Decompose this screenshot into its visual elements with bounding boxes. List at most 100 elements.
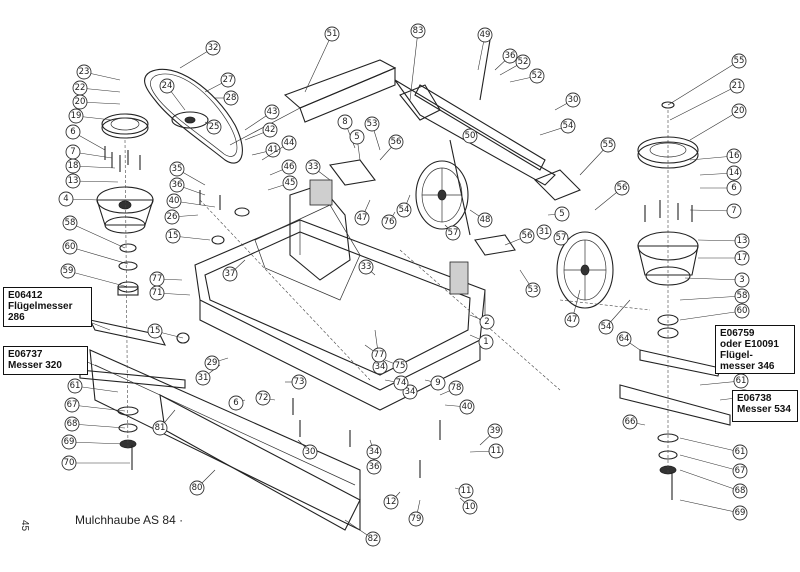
callout-number: 40 <box>169 196 180 206</box>
callout-22: 22 <box>72 80 121 96</box>
callout-79: 79 <box>408 499 424 527</box>
callout-number: 61 <box>735 447 746 457</box>
callout-54: 54 <box>598 299 631 335</box>
callout-circle <box>165 228 181 244</box>
callout-47: 47 <box>564 289 581 328</box>
callout-circle <box>519 228 535 244</box>
part-box-line: E06412 <box>8 290 43 301</box>
callout-leader-line <box>669 85 738 121</box>
callout-leader-line <box>409 30 419 101</box>
callout-43: 43 <box>244 104 280 131</box>
callout-circle <box>302 444 318 460</box>
callout-5: 5 <box>349 129 365 161</box>
callout-number: 13 <box>737 236 748 246</box>
callout-75: 75 <box>384 358 408 374</box>
callout-55: 55 <box>667 53 747 106</box>
callout-circle <box>76 64 92 80</box>
callout-67: 67 <box>679 454 748 479</box>
callout-circle <box>204 355 220 371</box>
callout-circle <box>732 444 748 460</box>
callout-circle <box>734 288 750 304</box>
callout-circle <box>529 68 545 84</box>
callout-55: 55 <box>579 137 616 176</box>
callout-33: 33 <box>358 259 376 276</box>
callout-number: 40 <box>462 402 473 412</box>
callout-26: 26 <box>164 209 199 225</box>
callout-circle <box>189 480 205 496</box>
callout-circle <box>462 128 478 144</box>
callout-circle <box>732 463 748 479</box>
callout-number: 1 <box>483 337 488 347</box>
callout-circle <box>734 233 750 249</box>
callout-circle <box>337 114 353 130</box>
callout-circle <box>731 103 747 119</box>
callout-leader-line <box>71 423 126 429</box>
callout-circle <box>726 165 742 181</box>
callout-number: 30 <box>568 95 579 105</box>
callout-11: 11 <box>469 443 504 459</box>
callout-56: 56 <box>379 134 404 161</box>
callout-circle <box>281 135 297 151</box>
callout-number: 10 <box>465 502 476 512</box>
callout-number: 31 <box>198 373 209 383</box>
callout-circle <box>72 94 88 110</box>
callout-number: 53 <box>528 285 539 295</box>
callout-35: 35 <box>169 161 206 186</box>
callout-number: 60 <box>737 306 748 316</box>
callout-53: 53 <box>364 116 381 151</box>
left-spindle-assembly <box>79 113 186 470</box>
callout-76: 76 <box>381 211 397 230</box>
callout-31: 31 <box>195 364 221 386</box>
callout-57: 57 <box>553 230 569 246</box>
part-box-line: Flügel- <box>720 350 753 361</box>
callout-number: 73 <box>294 377 305 387</box>
callout-77: 77 <box>149 271 183 287</box>
callout-circle <box>614 180 630 196</box>
callout-15: 15 <box>165 228 211 244</box>
callout-56: 56 <box>504 228 535 246</box>
callout-64: 64 <box>616 331 641 351</box>
callout-circle <box>488 443 504 459</box>
callout-number: 57 <box>556 233 567 243</box>
callout-number: 74 <box>396 378 407 388</box>
part-box-e06412: E06412 Flügelmesser 286 <box>3 287 92 327</box>
part-box-line: Flügelmesser <box>8 301 73 312</box>
callout-circle <box>324 26 340 42</box>
callout-72: 72 <box>255 390 276 406</box>
callout-number: 16 <box>729 151 740 161</box>
callout-number: 57 <box>448 228 459 238</box>
callout-circle <box>65 158 81 174</box>
callout-number: 28 <box>226 93 237 103</box>
assembly-guides <box>124 110 669 475</box>
callout-circle <box>195 370 211 386</box>
callout-74: 74 <box>384 375 409 391</box>
callout-number: 31 <box>539 227 550 237</box>
callout-number: 18 <box>68 161 79 171</box>
callout-40: 40 <box>444 399 475 415</box>
callout-17: 17 <box>698 250 750 266</box>
callout-number: 56 <box>522 231 533 241</box>
part-box-e06738: E06738 Messer 534 <box>732 390 798 422</box>
callout-number: 26 <box>167 212 178 222</box>
drive-belt <box>144 68 243 164</box>
mulch-deck-housing <box>194 179 486 411</box>
callout-61: 61 <box>67 378 119 394</box>
callout-circle <box>366 459 382 475</box>
callout-circle <box>366 444 382 460</box>
callout-73: 73 <box>285 374 307 390</box>
callout-32: 32 <box>179 40 221 69</box>
callout-leader-line <box>689 110 740 141</box>
callout-number: 4 <box>63 194 68 204</box>
callout-number: 29 <box>207 358 218 368</box>
callout-number: 49 <box>480 30 491 40</box>
callout-circle <box>734 303 750 319</box>
callout-56: 56 <box>594 180 630 211</box>
callout-circle <box>477 212 493 228</box>
callout-number: 22 <box>75 83 86 93</box>
part-box-line: messer 346 <box>720 361 775 372</box>
callout-leader-line <box>679 469 741 492</box>
callout-circle <box>430 375 446 391</box>
callout-number: 25 <box>209 122 220 132</box>
callout-number: 36 <box>369 462 380 472</box>
callout-leader-line <box>679 454 741 472</box>
